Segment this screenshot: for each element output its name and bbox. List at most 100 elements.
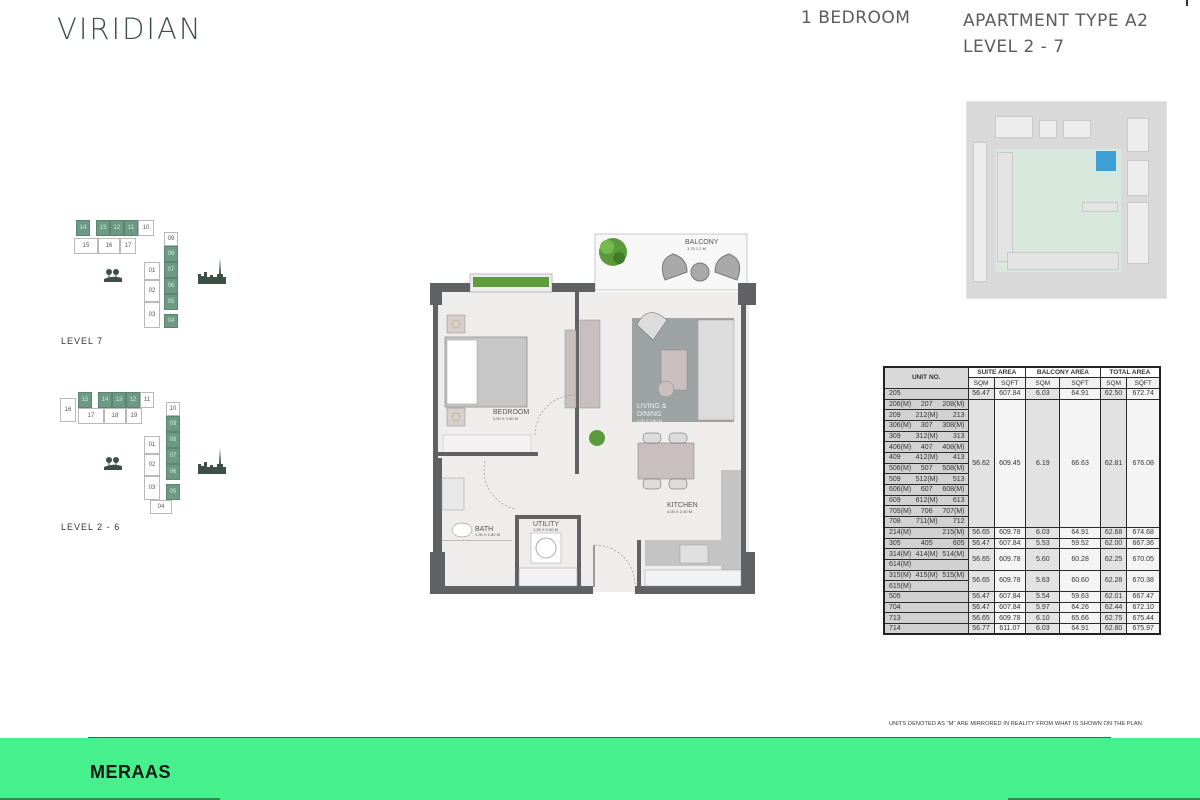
area-value-suite-sqm: 56.65 [967,569,995,592]
area-value-suite-sqft: 609.78 [993,569,1027,592]
area-value-suite-sqm: 56.47 [967,590,995,603]
area-value-balcony-sqft: 60.60 [1059,569,1101,592]
area-value-balcony-sqm: 6.03 [1025,623,1061,635]
area-value-balcony-sqft: 64.91 [1059,387,1101,400]
svg-text:4.00 X 4.50 M: 4.00 X 4.50 M [637,418,662,423]
key-plan-unit-02: 02 [144,280,160,302]
footer-brand-logo: MERAAS [90,762,172,782]
area-value-balcony-sqm: 6.03 [1025,526,1061,539]
unit-numbers: 315(M)415(M)515(M) [883,569,969,582]
key-plan-unit-15: 15 [78,392,92,408]
area-value-balcony-sqft: 60.28 [1059,548,1101,571]
site-plan-unit-highlight [1096,151,1116,171]
area-value-suite-sqft: 611.07 [993,623,1027,635]
key-plan-unit-16: 16 [60,398,76,422]
key-plan-unit-13: 13 [112,392,126,408]
plant-icon [599,238,627,266]
crop-mark [1186,0,1188,6]
area-value-total-sqft: 672.10 [1126,601,1161,614]
area-value-total-sqm: 62.81 [1099,398,1128,528]
key-plan-unit-16: 16 [98,238,120,254]
area-value-balcony-sqm: 5.60 [1025,548,1061,571]
area-value-balcony-sqft: 66.63 [1059,398,1101,528]
floor-plan: BALCONY 3.75 1.2 M BEDROOM 3.50 X 4.50 M… [430,233,756,594]
key-plan-unit-06: 06 [164,278,178,294]
key-plan-unit-10: 10 [166,402,180,416]
key-plan-unit-04: 04 [164,314,178,328]
key-plan-unit-10: 10 [138,220,154,236]
area-value-suite-sqm: 56.65 [967,612,995,624]
header-unit-no: UNIT NO. [883,366,969,389]
key-plan-unit-11: 11 [140,392,154,408]
area-value-total-sqft: 675.97 [1126,623,1161,635]
area-value-balcony-sqft: 65.66 [1059,612,1101,624]
area-value-total-sqft: 670.05 [1126,548,1161,571]
skyline-icon [198,448,226,479]
site-plan [966,101,1167,299]
area-value-total-sqft: 675.44 [1126,612,1161,624]
key-plan-unit-17: 17 [120,238,136,254]
area-value-suite-sqm: 56.65 [967,548,995,571]
key-plan-unit-05: 05 [166,484,180,500]
area-value-total-sqm: 62.75 [1099,612,1128,624]
area-value-balcony-sqm: 5.53 [1025,537,1061,550]
project-title: VIRIDIAN [57,12,203,46]
key-plan-unit-08: 08 [166,432,180,448]
key-plan-unit-01: 01 [144,262,160,280]
area-value-suite-sqft: 609.45 [993,398,1027,528]
unit-numbers: 205 [883,387,969,400]
key-plan-unit-11: 11 [124,220,138,236]
unit-numbers: 214(M)215(M) [883,526,969,539]
unit-numbers: 713 [883,612,969,624]
area-value-total-sqm: 62.01 [1099,590,1128,603]
area-value-total-sqm: 62.80 [1099,623,1128,635]
area-value-suite-sqm: 56.47 [967,387,995,400]
area-value-total-sqm: 62.44 [1099,601,1128,614]
room-label-utility: UTILITY [533,521,559,528]
mirrored-units-note: UNITS DENOTED AS "M" ARE MIRRORED IN REA… [889,721,1142,727]
apartment-type: APARTMENT TYPE A2 [963,11,1149,31]
area-value-balcony-sqm: 5.97 [1025,601,1061,614]
area-value-suite-sqft: 609.78 [993,612,1027,624]
svg-text:3.75 1.2 M: 3.75 1.2 M [687,246,706,251]
key-plan-unit-09: 09 [166,416,180,432]
area-value-total-sqm: 62.68 [1099,526,1128,539]
key-plan-unit-18: 18 [104,408,126,424]
key-plan-unit-12: 12 [126,392,140,408]
key-plan-unit-14: 14 [76,220,90,236]
key-plan-unit-03: 03 [144,476,160,500]
room-label-bedroom: BEDROOM [493,409,529,416]
area-value-suite-sqm: 56.62 [967,398,995,528]
key-plan-unit-05: 05 [164,294,178,310]
area-value-balcony-sqm: 6.03 [1025,387,1061,400]
area-value-suite-sqft: 607.84 [993,601,1027,614]
key-plan-unit-04: 04 [150,500,172,514]
area-value-suite-sqft: 607.84 [993,590,1027,603]
unit-numbers: 314(M)414(M)514(M) [883,548,969,560]
